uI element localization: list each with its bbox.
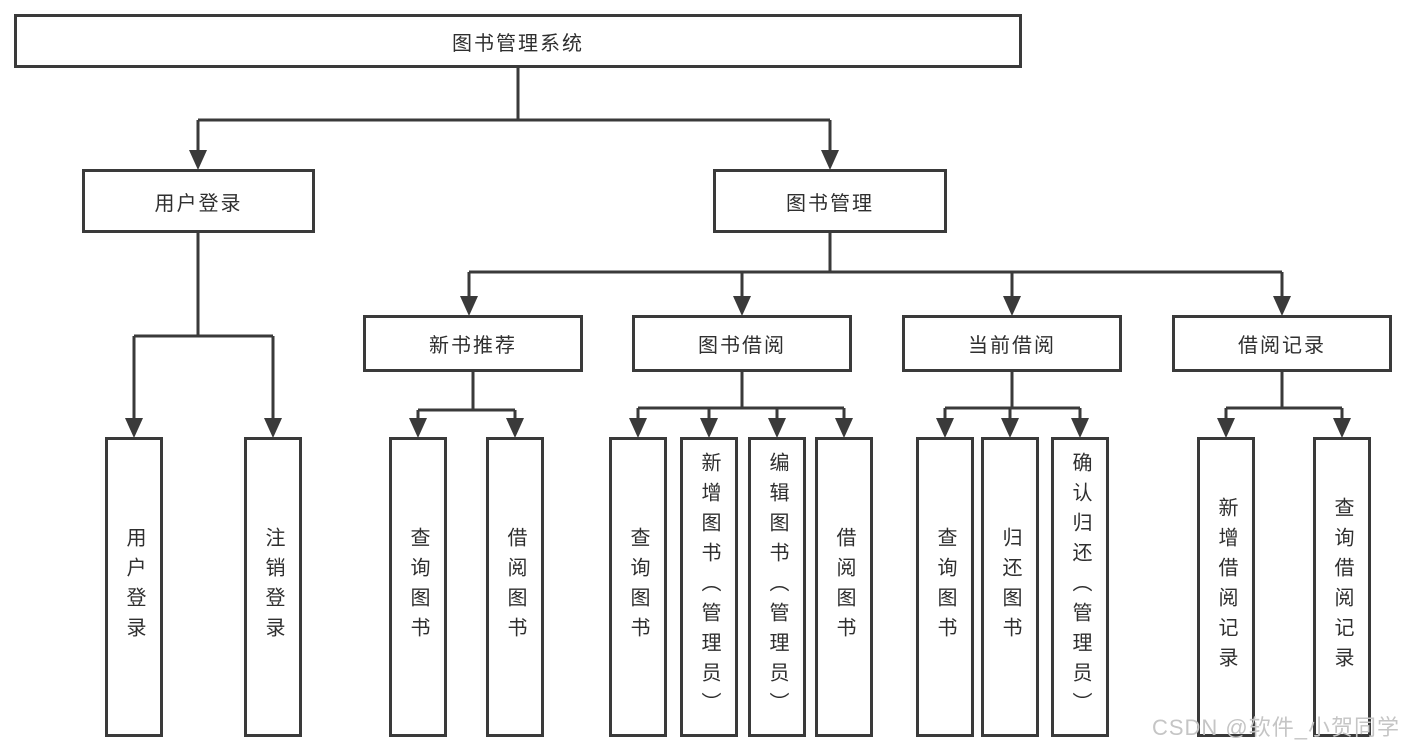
leaf-recommend-query-books-label: 查询图书: [407, 527, 429, 647]
node-borrow-records-label: 借阅记录: [1238, 335, 1326, 357]
leaf-return-books: 归还图书: [981, 437, 1039, 737]
leaf-confirm-return-admin-label: 确认归还（管理员）: [1069, 452, 1091, 722]
connector-current-to-leaves: [943, 371, 1082, 422]
leaf-borrow-query-books: 查询图书: [609, 437, 667, 737]
leaf-add-borrow-record-label: 新增借阅记录: [1215, 497, 1237, 677]
leaf-add-books-admin: 新增图书（管理员）: [680, 437, 738, 737]
leaf-current-query-books-label: 查询图书: [934, 527, 956, 647]
node-borrow-records: 借阅记录: [1172, 315, 1392, 372]
connector-management-to-modules: [467, 232, 1284, 300]
leaf-user-login: 用户登录: [105, 437, 163, 737]
connector-recommend-to-leaves: [416, 371, 517, 422]
leaf-current-query-books: 查询图书: [916, 437, 974, 737]
leaf-user-login-label: 用户登录: [123, 527, 145, 647]
leaf-edit-books-admin: 编辑图书（管理员）: [748, 437, 806, 737]
connector-root-to-level2: [196, 67, 832, 156]
node-root-system: 图书管理系统: [14, 14, 1022, 68]
connector-borrow-to-leaves: [636, 371, 846, 422]
leaf-borrow-books-label: 借阅图书: [833, 527, 855, 647]
node-user-login: 用户登录: [82, 169, 315, 233]
connector-login-to-leaves: [132, 232, 275, 422]
leaf-recommend-borrow-books-label: 借阅图书: [504, 527, 526, 647]
leaf-recommend-query-books: 查询图书: [389, 437, 447, 737]
node-current-borrow-label: 当前借阅: [968, 335, 1056, 357]
node-new-book-recommend-label: 新书推荐: [429, 335, 517, 357]
leaf-confirm-return-admin: 确认归还（管理员）: [1051, 437, 1109, 737]
node-book-management: 图书管理: [713, 169, 947, 233]
node-book-borrow: 图书借阅: [632, 315, 852, 372]
leaf-add-borrow-record: 新增借阅记录: [1197, 437, 1255, 737]
leaf-logout: 注销登录: [244, 437, 302, 737]
node-user-login-label: 用户登录: [154, 192, 243, 215]
connector-records-to-leaves: [1224, 371, 1344, 422]
node-book-borrow-label: 图书借阅: [698, 335, 786, 357]
leaf-query-borrow-record-label: 查询借阅记录: [1331, 497, 1353, 677]
csdn-watermark: CSDN @软件_小贺同学: [1151, 715, 1400, 740]
leaf-recommend-borrow-books: 借阅图书: [486, 437, 544, 737]
node-new-book-recommend: 新书推荐: [363, 315, 583, 372]
leaf-query-borrow-record: 查询借阅记录: [1313, 437, 1371, 737]
node-root-system-label: 图书管理系统: [452, 32, 584, 55]
leaf-logout-label: 注销登录: [262, 527, 284, 647]
leaf-return-books-label: 归还图书: [999, 527, 1021, 647]
leaf-edit-books-admin-label: 编辑图书（管理员）: [766, 452, 788, 722]
leaf-borrow-books: 借阅图书: [815, 437, 873, 737]
node-current-borrow: 当前借阅: [902, 315, 1122, 372]
node-book-management-label: 图书管理: [786, 192, 874, 215]
leaf-borrow-query-books-label: 查询图书: [627, 527, 649, 647]
leaf-add-books-admin-label: 新增图书（管理员）: [698, 452, 720, 722]
